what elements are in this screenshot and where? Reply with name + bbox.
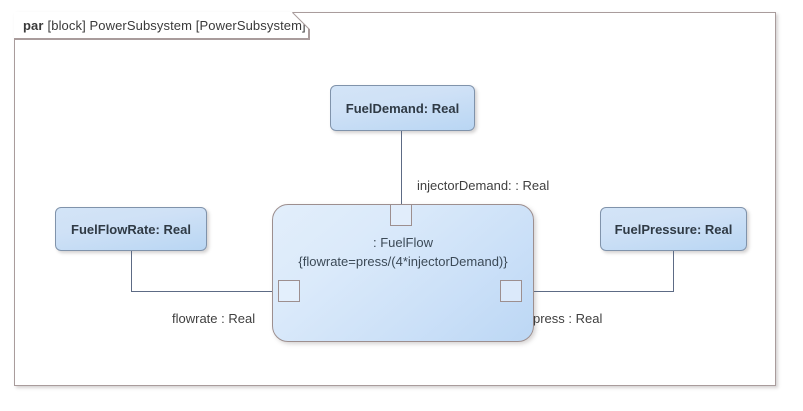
frame-header-tab[interactable]: par [block] PowerSubsystem [PowerSubsyst… <box>14 12 309 39</box>
constraint-block-text: : FuelFlow {flowrate=press/(4*injectorDe… <box>273 233 533 271</box>
connector-label-flowrate: flowrate : Real <box>172 311 256 326</box>
frame-header-qualifier: [block] PowerSubsystem [PowerSubsystem] <box>47 17 306 33</box>
constraint-block-expression: {flowrate=press/(4*injectorDemand)} <box>298 254 508 269</box>
value-property-label: FuelDemand: Real <box>345 100 460 116</box>
constraint-port-injectordemand[interactable] <box>390 204 412 226</box>
value-property-fueldemand[interactable]: FuelDemand: Real <box>330 85 475 131</box>
connector-fuelpressure-horizontal[interactable] <box>521 291 674 292</box>
connector-fuelpressure-vertical[interactable] <box>673 251 674 292</box>
connector-fuelflowrate-vertical[interactable] <box>131 251 132 292</box>
value-property-label: FuelFlowRate: Real <box>71 221 191 237</box>
constraint-port-press[interactable] <box>500 280 522 302</box>
frame-header-keyword: par <box>23 17 44 33</box>
constraint-block-name: : FuelFlow <box>373 235 433 250</box>
constraint-block-fuelflow[interactable]: : FuelFlow {flowrate=press/(4*injectorDe… <box>272 204 534 342</box>
value-property-label: FuelPressure: Real <box>614 221 733 237</box>
value-property-fuelflowrate[interactable]: FuelFlowRate: Real <box>55 207 207 251</box>
value-property-fuelpressure[interactable]: FuelPressure: Real <box>600 207 747 251</box>
connector-fuelflowrate-horizontal[interactable] <box>131 291 279 292</box>
constraint-port-flowrate[interactable] <box>278 280 300 302</box>
connector-label-injectordemand: injectorDemand: : Real <box>417 178 550 193</box>
connector-label-press: press : Real <box>533 311 603 326</box>
connector-fueldemand-to-injectordemand[interactable] <box>401 131 402 205</box>
